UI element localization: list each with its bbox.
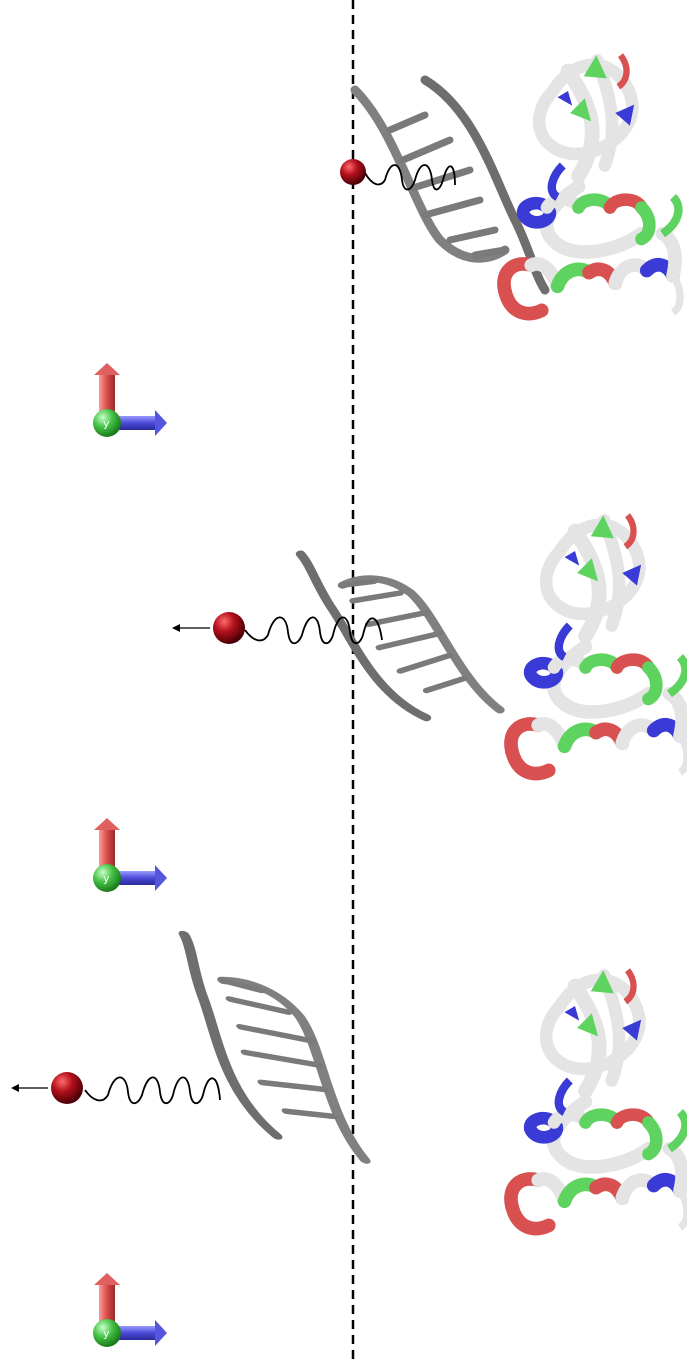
bead-sphere-icon [213,612,245,644]
protein-structure [504,55,680,313]
panel-2: y [93,515,687,892]
axis-triad-icon: y [93,363,167,437]
panel-3: y [11,935,687,1347]
dna-strand [301,554,501,718]
pull-arrow-icon [172,624,210,632]
bead-sphere-icon [340,159,366,185]
bead-sphere-icon [51,1072,83,1104]
dna-strand [130,935,416,1167]
spring-coil-icon [364,164,456,191]
pull-arrow-icon [11,1084,48,1092]
axis-triad-icon: y [93,1273,167,1347]
axis-triad-label: y [103,1327,110,1340]
panel-1: y [93,55,680,437]
axis-triad-label: y [103,417,110,430]
protein-structure [511,970,687,1228]
axis-triad-label: y [103,872,110,885]
protein-structure [511,515,687,773]
spring-coil-icon [84,1076,221,1105]
axis-triad-icon: y [93,818,167,892]
spring-coil-icon [244,616,383,645]
